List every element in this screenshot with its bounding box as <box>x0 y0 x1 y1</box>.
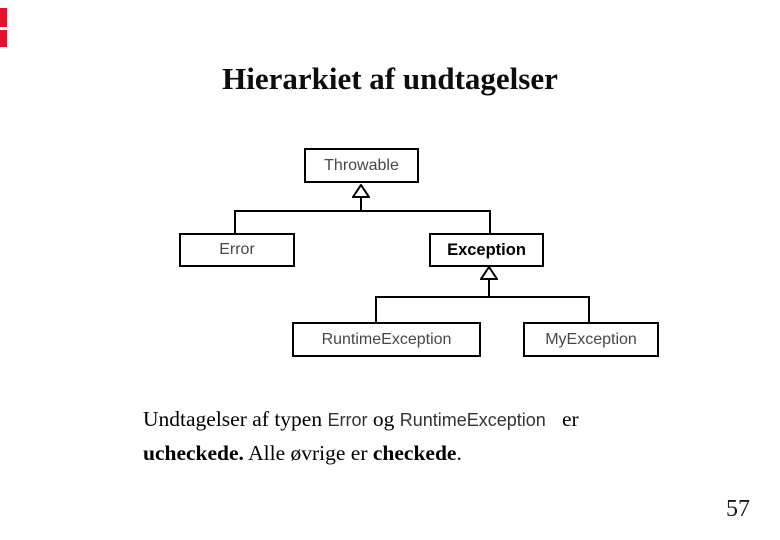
connector-horizontal-bottom <box>375 296 590 298</box>
accent-mark-bottom <box>0 30 7 47</box>
connector-drop-runtime-exception <box>375 296 377 322</box>
note-run: RuntimeException <box>399 410 546 430</box>
connector-drop-my-exception <box>588 296 590 322</box>
note-run: er <box>545 407 579 431</box>
note-run: ucheckede. <box>143 441 244 465</box>
page-number: 57 <box>726 496 750 522</box>
note-run: Error <box>327 410 368 430</box>
connector-drop-error <box>234 210 236 233</box>
class-label-throwable: Throwable <box>324 156 399 174</box>
inheritance-triangle-icon <box>480 266 498 280</box>
connector-drop-exception <box>489 210 491 233</box>
note-run: og <box>367 407 400 431</box>
note-run: . <box>456 441 462 465</box>
note-line-2: ucheckede. Alle øvrige er checkede. <box>143 437 683 470</box>
note-run: checkede <box>372 441 457 465</box>
class-label-my-exception: MyException <box>545 330 637 348</box>
connector-horizontal-top <box>234 210 491 212</box>
accent-mark-top <box>0 8 7 27</box>
class-box-throwable: Throwable <box>304 148 419 183</box>
note-run: Alle øvrige er <box>243 441 373 465</box>
note-paragraph: Undtagelser af typen Error og RuntimeExc… <box>143 403 683 470</box>
class-box-error: Error <box>179 233 295 267</box>
class-label-error: Error <box>219 241 255 258</box>
class-box-my-exception: MyException <box>523 322 659 357</box>
slide-title: Hierarkiet af undtagelser <box>222 61 558 96</box>
note-run: Undtagelser af typen <box>143 407 328 431</box>
connector-stem-throwable <box>360 196 362 212</box>
class-box-runtime-exception: RuntimeException <box>292 322 481 357</box>
class-box-exception: Exception <box>429 233 544 267</box>
connector-stem-exception <box>488 279 490 298</box>
note-line-1: Undtagelser af typen Error og RuntimeExc… <box>143 403 683 437</box>
class-label-exception: Exception <box>447 240 526 259</box>
class-label-runtime-exception: RuntimeException <box>321 330 452 348</box>
